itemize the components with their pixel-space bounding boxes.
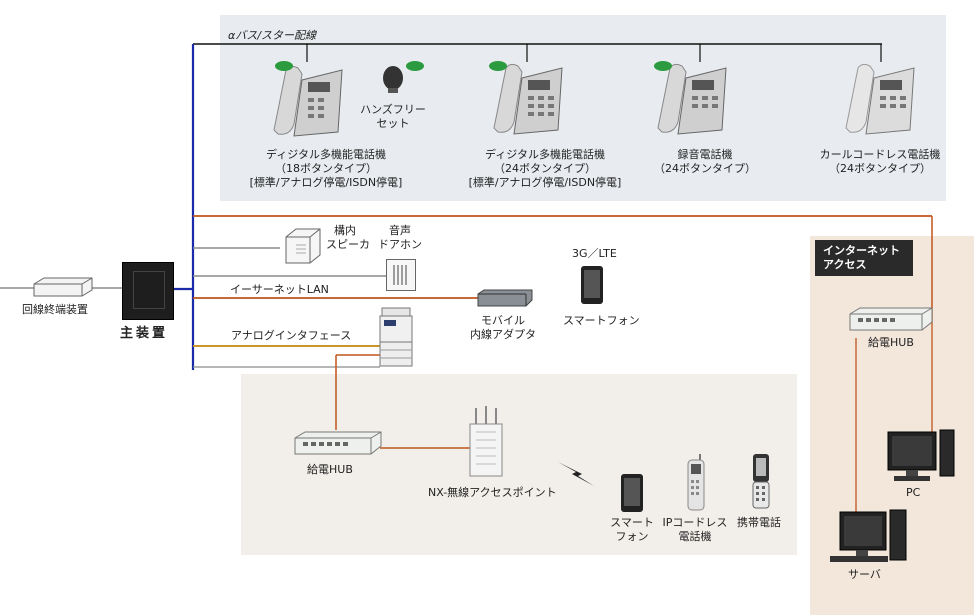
eco-badge-icon bbox=[654, 61, 672, 71]
mobile-phone-label: 携帯電話 bbox=[737, 516, 781, 529]
recorder-phone-icon bbox=[652, 58, 732, 138]
lightning-icon bbox=[556, 458, 596, 488]
phone18-label: ディジタル多機能電話機 （18ボタンタイプ） [標準/アナログ停電/ISDN停電… bbox=[236, 148, 416, 190]
internet-label-line1: インターネット bbox=[823, 244, 900, 257]
terminal-area-panel bbox=[220, 15, 946, 201]
ip-cordless-label-line1: IPコードレス bbox=[662, 516, 728, 529]
speaker-label-line1: 構内 bbox=[334, 224, 356, 237]
handsfree-label: ハンズフリー セット bbox=[358, 103, 428, 131]
cordless-label: カールコードレス電話機 （24ボタンタイプ） bbox=[815, 148, 945, 176]
ip-cordless-label: IPコードレス 電話機 bbox=[658, 516, 732, 544]
eco-badge-icon bbox=[489, 61, 507, 71]
eco-badge-icon bbox=[275, 61, 293, 71]
internet-label-line2: アクセス bbox=[823, 258, 867, 271]
cordless-phone-icon bbox=[840, 58, 920, 138]
tablet-icon bbox=[581, 266, 603, 304]
ip-cordless-phone-icon bbox=[684, 452, 708, 512]
mobile-phone-icon bbox=[750, 452, 772, 510]
main-unit-icon bbox=[122, 262, 174, 320]
tablet-icon bbox=[621, 474, 643, 512]
cordless-label-line2: （24ボタンタイプ） bbox=[829, 162, 931, 175]
line-terminal-icon bbox=[32, 276, 94, 298]
main-unit-label: 主装置 bbox=[120, 326, 169, 341]
poe-hub-bottom-label: 給電HUB bbox=[307, 463, 353, 476]
hub-icon bbox=[476, 288, 534, 308]
doorphone-label: 音声 ドアホン bbox=[378, 224, 422, 252]
smartphone-bottom-label-line1: スマート bbox=[610, 516, 654, 529]
pc-label: PC bbox=[906, 486, 921, 499]
line-terminal-label: 回線終端装置 bbox=[22, 303, 88, 316]
headset-icon bbox=[380, 64, 406, 94]
copier-icon bbox=[378, 306, 414, 368]
speaker-label: 構内 スピーカ bbox=[326, 224, 370, 252]
phone24-label-line2: （24ボタンタイプ） bbox=[494, 162, 596, 175]
phone18-label-line2: （18ボタンタイプ） bbox=[275, 162, 377, 175]
internet-access-badge: インターネット アクセス bbox=[815, 240, 913, 276]
server-label: サーバ bbox=[848, 568, 881, 581]
poe-hub-right-label: 給電HUB bbox=[868, 336, 914, 349]
phone24-icon bbox=[488, 58, 568, 138]
doorphone-icon bbox=[386, 259, 416, 291]
ethernet-label: イーサーネットLAN bbox=[230, 283, 329, 296]
handsfree-label-line1: ハンズフリー bbox=[360, 103, 426, 116]
bus-title: αバス/スター配線 bbox=[228, 29, 316, 42]
speaker-icon bbox=[282, 227, 322, 265]
recorder-label-line1: 録音電話機 bbox=[677, 148, 733, 161]
hub-icon bbox=[293, 430, 383, 456]
eco-badge-icon bbox=[406, 61, 424, 71]
access-point-icon bbox=[466, 406, 506, 480]
ip-cordless-label-line2: 電話機 bbox=[678, 530, 712, 543]
phone24-label-line3: [標準/アナログ停電/ISDN停電] bbox=[468, 176, 622, 189]
mobile-adapter-label-line2: 内線アダプタ bbox=[470, 328, 536, 341]
smartphone-bottom-label-line2: フォン bbox=[615, 530, 649, 543]
doorphone-label-line1: 音声 bbox=[389, 224, 411, 237]
speaker-label-line2: スピーカ bbox=[326, 238, 370, 251]
phone18-label-line3: [標準/アナログ停電/ISDN停電] bbox=[249, 176, 403, 189]
lte-label: 3G／LTE bbox=[572, 247, 617, 260]
recorder-label-line2: （24ボタンタイプ） bbox=[654, 162, 756, 175]
smartphone-top-label: スマートフォン bbox=[563, 314, 640, 327]
ap-label: NX-無線アクセスポイント bbox=[428, 486, 557, 499]
recorder-label: 録音電話機 （24ボタンタイプ） bbox=[650, 148, 760, 176]
phone24-label-line1: ディジタル多機能電話機 bbox=[484, 148, 605, 161]
hub-icon bbox=[848, 306, 934, 332]
server-icon bbox=[826, 508, 910, 566]
doorphone-label-line2: ドアホン bbox=[378, 238, 422, 251]
pc-icon bbox=[886, 428, 958, 484]
analog-if-label: アナログインタフェース bbox=[231, 329, 352, 342]
mobile-adapter-label: モバイル 内線アダプタ bbox=[466, 314, 540, 342]
smartphone-bottom-label: スマート フォン bbox=[607, 516, 657, 544]
mobile-adapter-label-line1: モバイル bbox=[481, 314, 525, 327]
phone18-icon bbox=[268, 60, 348, 140]
cordless-label-line1: カールコードレス電話機 bbox=[819, 148, 941, 161]
phone18-label-line1: ディジタル多機能電話機 bbox=[265, 148, 386, 161]
phone24-label: ディジタル多機能電話機 （24ボタンタイプ） [標準/アナログ停電/ISDN停電… bbox=[455, 148, 635, 190]
handsfree-label-line2: セット bbox=[376, 117, 410, 130]
